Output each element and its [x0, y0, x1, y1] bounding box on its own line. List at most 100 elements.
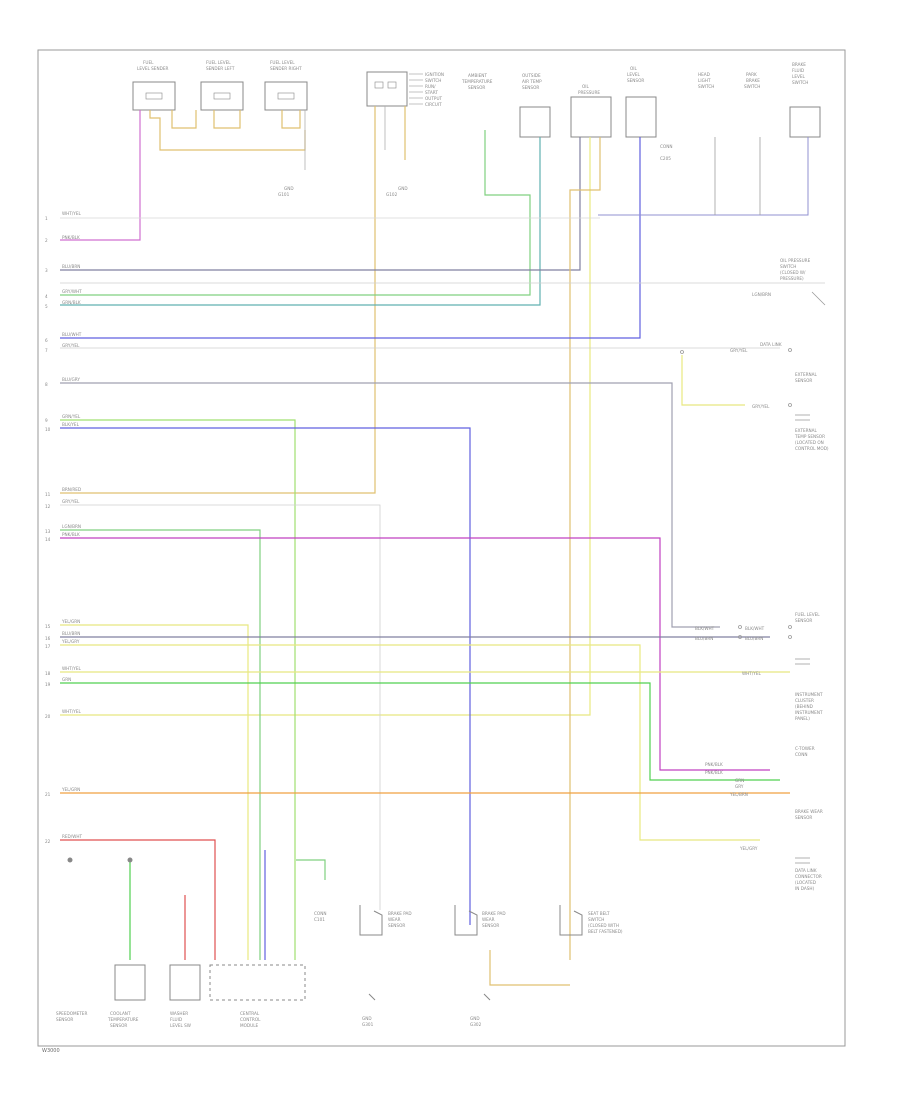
- svg-text:BLU/BRN: BLU/BRN: [62, 631, 80, 636]
- svg-text:AMBIENT: AMBIENT: [468, 73, 487, 78]
- svg-text:AIR TEMP: AIR TEMP: [522, 79, 542, 84]
- svg-text:SWITCH: SWITCH: [792, 80, 808, 85]
- svg-text:INSTRUMENT: INSTRUMENT: [795, 692, 823, 697]
- svg-text:FUEL LEVEL: FUEL LEVEL: [206, 60, 231, 65]
- svg-text:C101: C101: [314, 917, 325, 922]
- svg-text:(LOCATED: (LOCATED: [795, 880, 816, 885]
- svg-text:SENSOR: SENSOR: [795, 378, 812, 383]
- svg-text:BRAKE PAD: BRAKE PAD: [482, 911, 506, 916]
- svg-text:1: 1: [45, 216, 48, 221]
- svg-text:BLU/GRY: BLU/GRY: [62, 377, 80, 382]
- svg-text:SPEEDOMETER: SPEEDOMETER: [56, 1011, 87, 1016]
- svg-text:G302: G302: [470, 1022, 482, 1027]
- svg-text:BLU/BRN: BLU/BRN: [695, 636, 713, 641]
- svg-text:SWITCH: SWITCH: [744, 84, 760, 89]
- svg-text:BLK/WHT: BLK/WHT: [695, 626, 715, 631]
- svg-text:GRY/WHT: GRY/WHT: [62, 289, 82, 294]
- svg-text:G102: G102: [386, 192, 398, 197]
- svg-text:START: START: [425, 90, 438, 95]
- bottom-components: [67, 857, 583, 1001]
- svg-text:16: 16: [45, 636, 51, 641]
- svg-text:RED/WHT: RED/WHT: [62, 834, 82, 839]
- svg-text:GND: GND: [470, 1016, 480, 1021]
- svg-text:(BEHIND: (BEHIND: [795, 704, 813, 709]
- svg-text:SENSOR: SENSOR: [468, 85, 485, 90]
- svg-text:BLU/WHT: BLU/WHT: [62, 332, 82, 337]
- right-side-connectors: [680, 291, 826, 864]
- svg-text:OIL: OIL: [630, 66, 638, 71]
- svg-text:G301: G301: [362, 1022, 374, 1027]
- svg-text:IN DASH): IN DASH): [795, 886, 815, 891]
- svg-text:PNK/BLK: PNK/BLK: [705, 770, 723, 775]
- svg-text:TEMPERATURE: TEMPERATURE: [107, 1017, 139, 1022]
- svg-text:YEL/BRN: YEL/BRN: [729, 792, 748, 797]
- svg-text:2: 2: [45, 238, 48, 243]
- svg-text:SENSOR: SENSOR: [388, 923, 405, 928]
- svg-text:BRAKE: BRAKE: [792, 62, 806, 67]
- svg-text:WHT/YEL: WHT/YEL: [62, 666, 81, 671]
- svg-text:OUTPUT: OUTPUT: [425, 96, 443, 101]
- svg-text:PARK: PARK: [746, 72, 757, 77]
- svg-text:GRY/YEL: GRY/YEL: [730, 348, 748, 353]
- svg-text:EXTERNAL: EXTERNAL: [795, 428, 818, 433]
- svg-text:12: 12: [45, 504, 51, 509]
- svg-text:GRN/BLK: GRN/BLK: [62, 300, 81, 305]
- svg-text:PNK/BLK: PNK/BLK: [62, 235, 80, 240]
- svg-text:G101: G101: [278, 192, 290, 197]
- svg-text:(LOCATED ON: (LOCATED ON: [795, 440, 824, 445]
- svg-text:BLK/YEL: BLK/YEL: [62, 422, 80, 427]
- svg-text:FUEL: FUEL: [143, 60, 154, 65]
- svg-text:CONNECTOR: CONNECTOR: [795, 874, 822, 879]
- svg-text:4: 4: [45, 294, 48, 299]
- svg-text:LEVEL SW: LEVEL SW: [170, 1023, 191, 1028]
- svg-text:GRY/YEL: GRY/YEL: [62, 499, 80, 504]
- svg-text:PNK/BLK: PNK/BLK: [705, 762, 723, 767]
- diagram-code: W3000: [42, 1048, 60, 1054]
- svg-text:RUN/: RUN/: [425, 84, 436, 89]
- svg-text:6: 6: [45, 338, 48, 343]
- svg-text:TEMPERATURE: TEMPERATURE: [461, 79, 493, 84]
- svg-text:COOLANT: COOLANT: [110, 1011, 131, 1016]
- svg-text:14: 14: [45, 537, 51, 542]
- svg-text:SWITCH: SWITCH: [698, 84, 714, 89]
- svg-text:13: 13: [45, 529, 51, 534]
- svg-text:MODULE: MODULE: [240, 1023, 259, 1028]
- svg-text:SENSOR: SENSOR: [56, 1017, 73, 1022]
- svg-text:SENDER LEFT: SENDER LEFT: [206, 66, 235, 71]
- svg-text:BRAKE: BRAKE: [746, 78, 760, 83]
- top-wires: [60, 106, 809, 960]
- svg-text:YEL/GRY: YEL/GRY: [739, 846, 758, 851]
- svg-text:CONN: CONN: [795, 752, 808, 757]
- svg-text:YEL/GRN: YEL/GRN: [61, 787, 80, 792]
- svg-text:BLK/WHT: BLK/WHT: [745, 626, 765, 631]
- svg-text:DATA LINK: DATA LINK: [795, 868, 817, 873]
- svg-text:GRY/YEL: GRY/YEL: [752, 404, 770, 409]
- svg-text:LGN/BRN: LGN/BRN: [62, 524, 81, 529]
- svg-text:SENDER RIGHT: SENDER RIGHT: [270, 66, 302, 71]
- svg-text:GRN/YEL: GRN/YEL: [62, 414, 81, 419]
- svg-text:10: 10: [45, 427, 51, 432]
- svg-text:OIL PRESSURE: OIL PRESSURE: [780, 258, 811, 263]
- diagram-frame: [37, 49, 846, 1047]
- svg-text:GRN: GRN: [735, 778, 744, 783]
- svg-text:SENSOR: SENSOR: [795, 618, 812, 623]
- svg-text:LIGHT: LIGHT: [698, 78, 711, 83]
- svg-text:(CLOSED WITH: (CLOSED WITH: [588, 923, 619, 928]
- svg-text:SENSOR: SENSOR: [522, 85, 539, 90]
- svg-text:C-TOWER: C-TOWER: [795, 746, 815, 751]
- svg-text:WEAR: WEAR: [388, 917, 401, 922]
- svg-text:SWITCH: SWITCH: [780, 264, 796, 269]
- svg-text:EXTERNAL: EXTERNAL: [795, 372, 818, 377]
- svg-text:SENSOR: SENSOR: [627, 78, 644, 83]
- svg-text:CIRCUIT: CIRCUIT: [425, 102, 442, 107]
- svg-text:BLU/BRN: BLU/BRN: [62, 264, 80, 269]
- svg-text:DATA LINK: DATA LINK: [760, 342, 782, 347]
- svg-text:CONN: CONN: [314, 911, 327, 916]
- svg-text:LEVEL: LEVEL: [627, 72, 640, 77]
- svg-text:9: 9: [45, 418, 48, 423]
- svg-text:WHT/YEL: WHT/YEL: [62, 709, 81, 714]
- svg-text:SENSOR: SENSOR: [482, 923, 499, 928]
